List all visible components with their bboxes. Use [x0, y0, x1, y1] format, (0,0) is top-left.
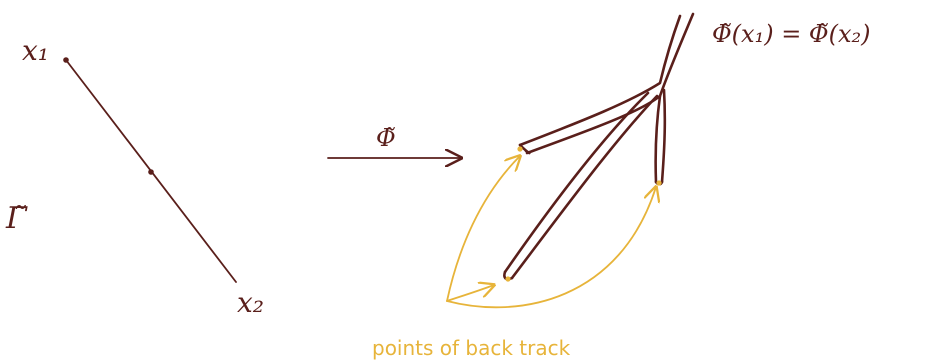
label-equation: Φ̃(x₁) = Φ̃(x₂)	[712, 20, 870, 48]
tree-right-stem-left	[656, 96, 660, 182]
midpoint-dot	[148, 169, 154, 175]
image-tree	[504, 14, 693, 279]
backtrack-point-right	[656, 180, 661, 185]
annotation-arrow-bottom	[447, 285, 494, 301]
label-x2: x₂	[237, 286, 264, 319]
annotation-arrows	[447, 156, 656, 307]
backtrack-point-left	[517, 146, 522, 151]
tree-long-branch-lower	[512, 96, 657, 278]
label-annotation: points of back track	[372, 336, 571, 360]
path-segment	[63, 57, 236, 282]
annotation-arrow-right	[447, 187, 656, 307]
label-gamma: Γ̃	[5, 201, 28, 236]
endpoint-x1-dot	[63, 57, 69, 63]
tree-right-stem-right	[662, 90, 665, 182]
backtrack-point-bottom	[505, 276, 510, 281]
label-x1: x₁	[22, 34, 49, 67]
label-map: Φ̃	[376, 124, 396, 152]
